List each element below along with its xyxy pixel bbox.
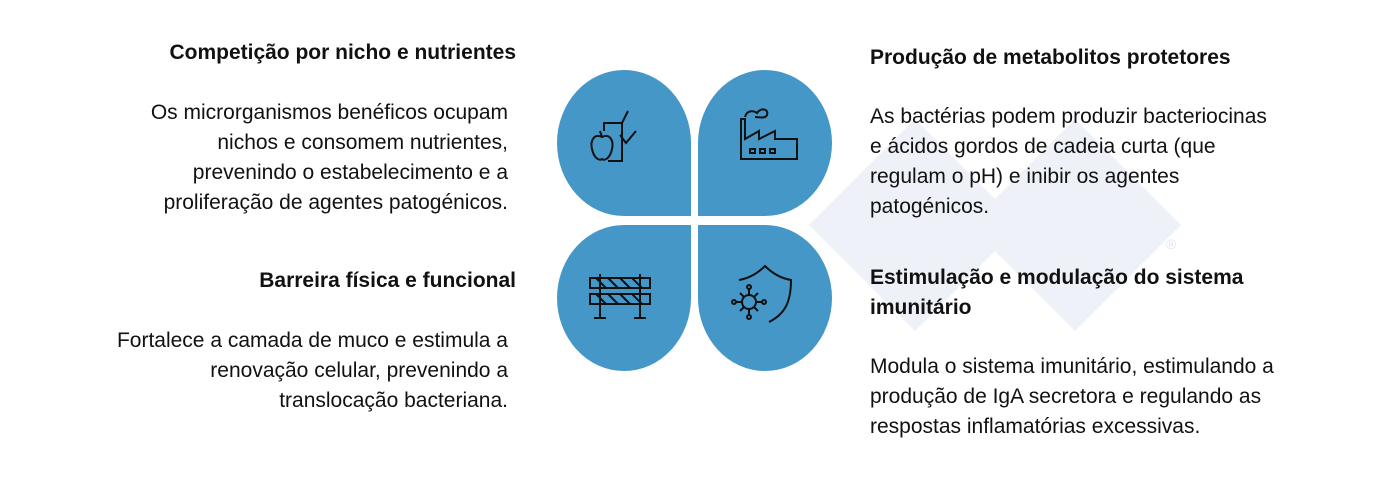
body-line: produção de IgA secretora e regulando as [870, 385, 1262, 408]
apple-box-check-icon [590, 110, 637, 162]
body-line: As bactérias podem produzir bacteriocina… [870, 105, 1267, 128]
section-body-immune: Modula o sistema imunitário, estimulando… [870, 352, 1274, 442]
section-title-metabolites: Produção de metabolitos protetores [870, 46, 1231, 69]
section-body-competition: Os microrganismos benéficos ocupam nicho… [151, 98, 508, 218]
body-line: nichos e consomem nutrientes, [217, 131, 508, 154]
petal-metabolites [698, 70, 832, 216]
body-line: Os microrganismos benéficos ocupam [150, 101, 508, 124]
body-line: proliferação de agentes patogénicos. [163, 191, 508, 214]
body-line: Fortalece a camada de muco e estimula a [116, 329, 508, 352]
body-line: translocação bacteriana. [279, 389, 508, 412]
petal-barrier [557, 225, 691, 371]
section-body-metabolites: As bactérias podem produzir bacteriocina… [870, 102, 1267, 222]
body-line: regulam o pH) e inibir os agentes [870, 165, 1180, 188]
title-line: imunitário [870, 296, 972, 319]
watermark-registered: ® [1166, 236, 1177, 252]
body-line: e ácidos gordos de cadeia curta (que [870, 135, 1216, 158]
factory-icon [740, 108, 798, 160]
body-line: Modula o sistema imunitário, estimulando… [870, 355, 1274, 378]
shield-virus-icon [731, 264, 793, 323]
body-line: respostas inflamatórias excessivas. [870, 415, 1201, 438]
petal-competition [557, 70, 691, 216]
section-title-competition: Competição por nicho e nutrientes [169, 41, 516, 64]
body-line: patogénicos. [870, 195, 990, 218]
section-title-immune: Estimulação e modulação do sistema imuni… [870, 263, 1243, 323]
body-line: renovação celular, prevenindo a [210, 359, 508, 382]
petal-immune [698, 225, 832, 371]
section-body-barrier: Fortalece a camada de muco e estimula a … [117, 326, 508, 416]
section-title-barrier: Barreira física e funcional [259, 269, 516, 292]
barrier-icon [589, 274, 651, 319]
body-line: prevenindo o estabelecimento e a [192, 161, 508, 184]
title-line: Estimulação e modulação do sistema [870, 266, 1244, 289]
